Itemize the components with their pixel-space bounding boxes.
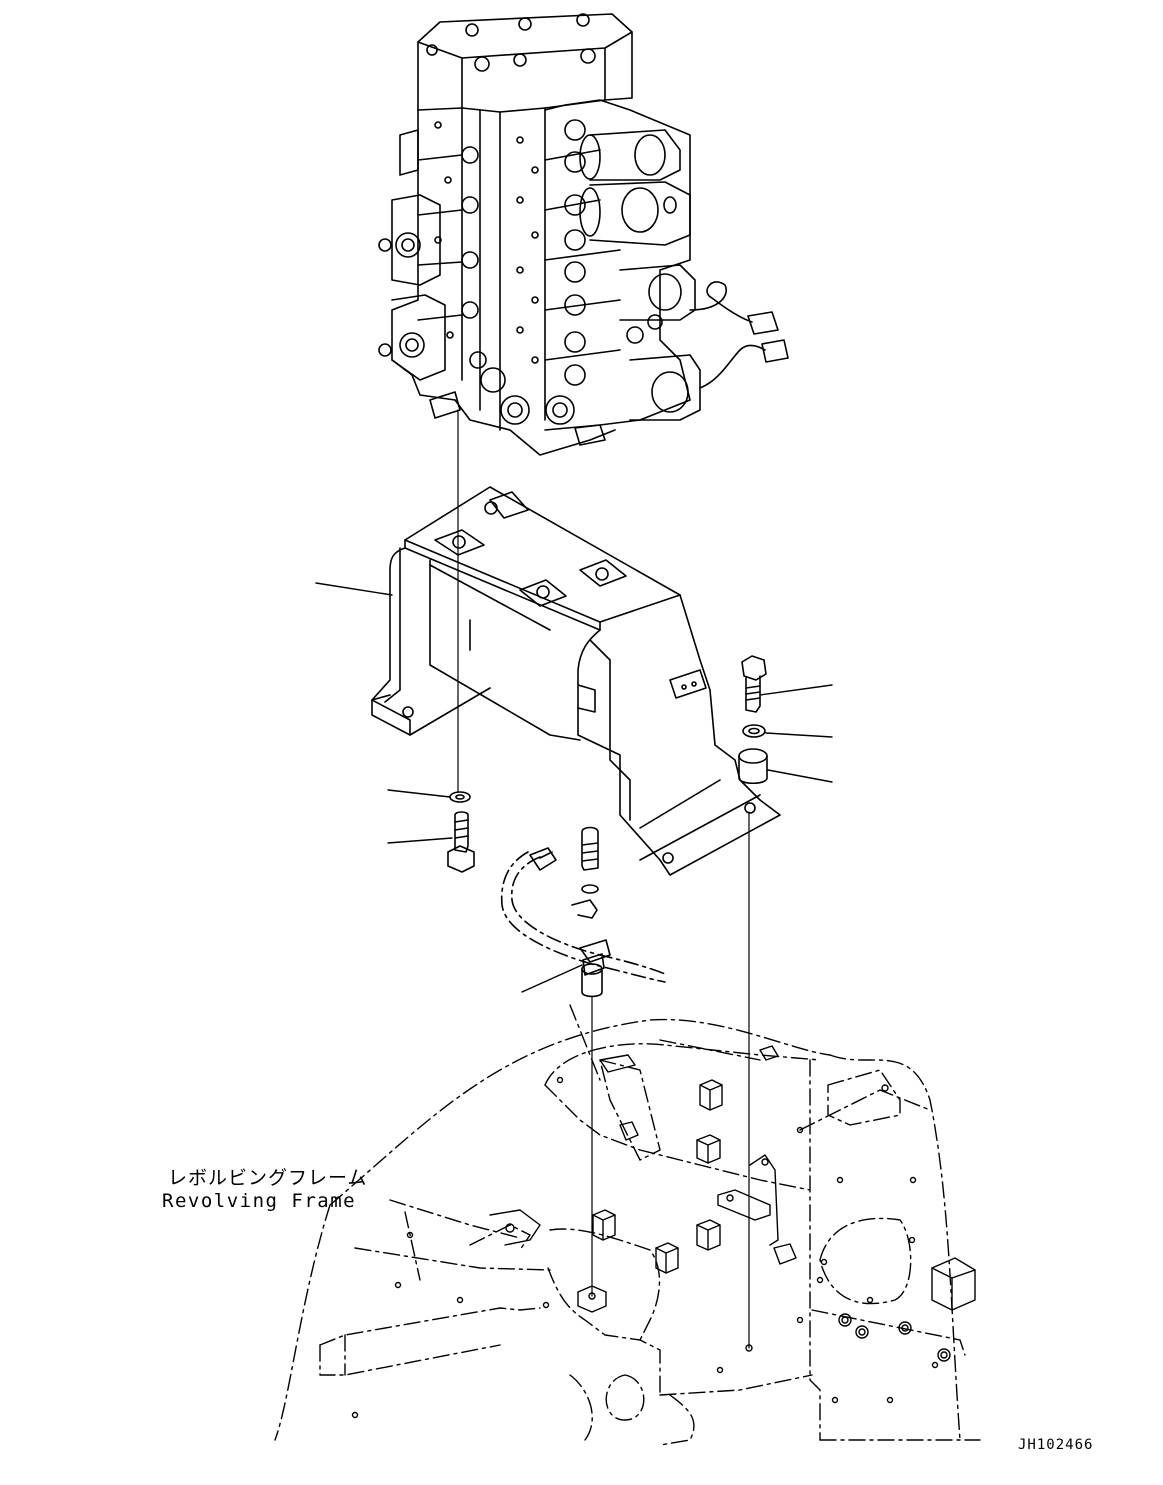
leader-lines <box>315 582 833 993</box>
control-valve <box>378 13 789 456</box>
mounting-pad <box>434 529 485 556</box>
mounting-pad <box>519 579 567 607</box>
revolving-frame <box>274 1004 981 1446</box>
right-bolt-set <box>738 655 768 785</box>
drawing-number: JH102466 <box>1018 1437 1094 1453</box>
mounting-pad <box>579 559 627 587</box>
mounting-pad <box>489 491 529 519</box>
valve-mounting-bracket <box>371 486 781 876</box>
alignment-lines <box>457 409 750 1349</box>
hose-clamp-assembly <box>500 826 669 998</box>
left-bolt-set <box>447 791 475 873</box>
frame-bosses <box>351 1045 976 1419</box>
frame-label-japanese: レボルビングフレーム <box>168 1167 368 1189</box>
frame-label-english: Revolving Frame <box>162 1190 357 1212</box>
